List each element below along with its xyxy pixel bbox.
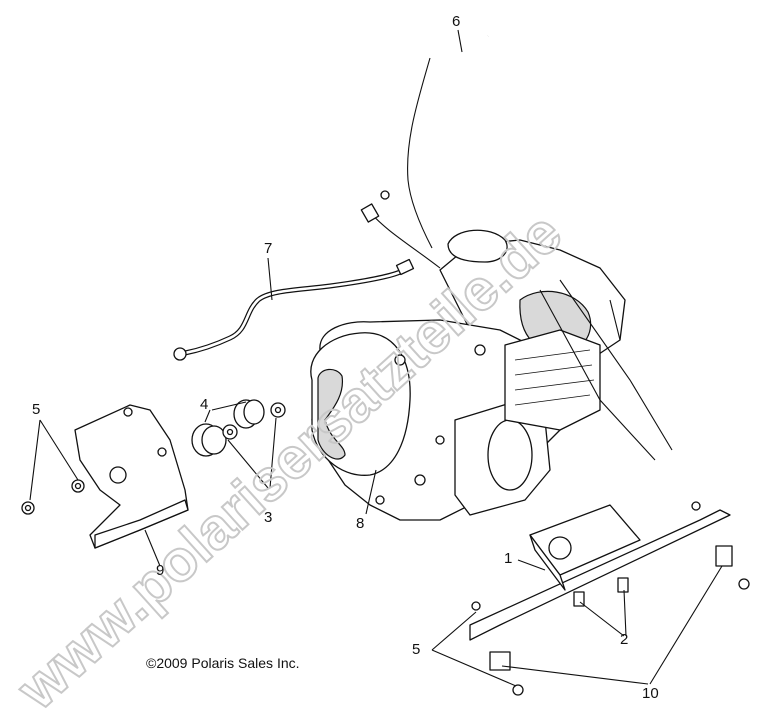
part-9-bracket	[74, 404, 189, 549]
part-7-cable	[173, 258, 415, 361]
callout-5-right: 5	[412, 641, 421, 658]
part-8-engine	[310, 203, 673, 521]
part-5-nuts-right	[512, 578, 750, 696]
callout-2: 2	[620, 631, 629, 648]
callout-4: 4	[200, 396, 209, 413]
part-6-tube	[380, 35, 490, 249]
callout-8: 8	[356, 515, 365, 532]
callout-1: 1	[504, 550, 513, 567]
callout-3: 3	[264, 509, 273, 526]
part-5-nuts-left	[21, 479, 85, 515]
callout-5-left: 5	[32, 401, 41, 418]
callout-9: 9	[156, 562, 165, 579]
copyright-notice: ©2009 Polaris Sales Inc.	[146, 655, 300, 671]
callout-10: 10	[642, 685, 659, 702]
callout-6: 6	[452, 13, 461, 30]
leader-lines	[29, 29, 723, 687]
callout-7: 7	[264, 240, 273, 257]
part-2-studs	[573, 577, 629, 607]
part-1-lower-bracket	[469, 501, 731, 641]
part-10-mounts	[489, 545, 733, 671]
part-3-4-mounts	[191, 399, 286, 457]
